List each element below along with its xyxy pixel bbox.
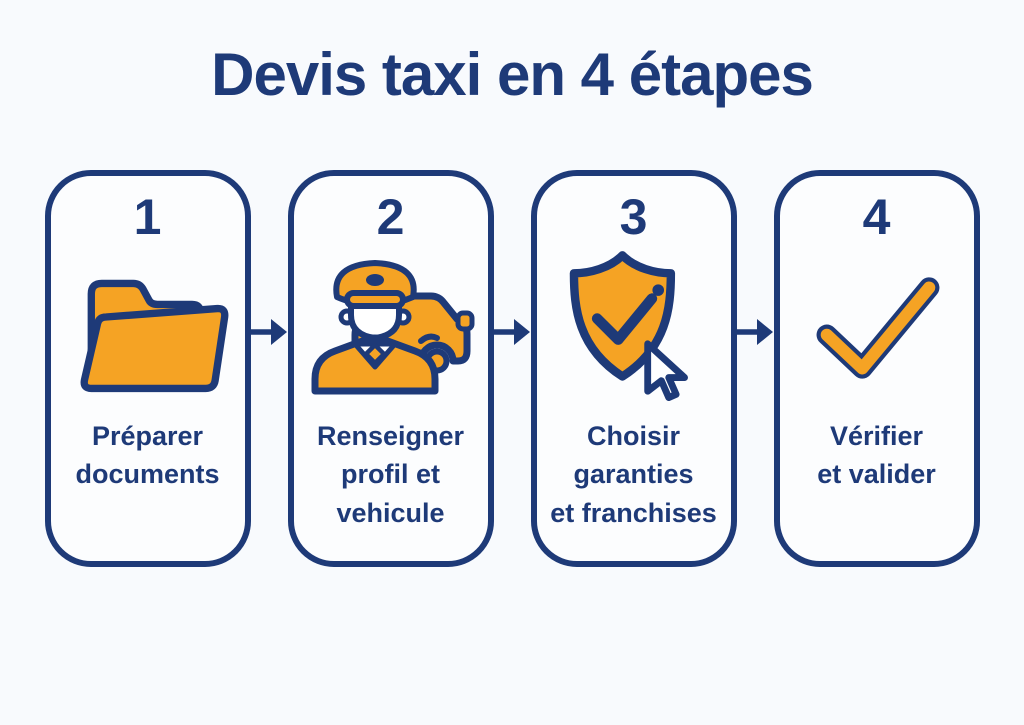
step-card-1: 1 Préparer documents xyxy=(44,170,251,567)
arrow-right-icon xyxy=(246,319,287,345)
step-number: 3 xyxy=(619,189,648,245)
step-label: Vérifier et valider xyxy=(817,421,936,490)
connector xyxy=(489,170,531,567)
step-label: Préparer documents xyxy=(75,421,220,490)
steps-row: 1 Préparer documents 2 xyxy=(0,170,1024,567)
page-title: Devis taxi en 4 étapes xyxy=(211,41,814,108)
step-card-2: 2 Renseigner profil et vehicule xyxy=(287,170,494,567)
shield-check-with-cursor-icon xyxy=(537,245,731,409)
step-card-4: 4 Vérifier et valider xyxy=(773,170,980,567)
arrow-right-icon xyxy=(489,319,530,345)
open-folder-icon xyxy=(51,245,245,409)
connector xyxy=(732,170,774,567)
connector xyxy=(246,170,288,567)
step-number: 2 xyxy=(376,189,405,245)
step-number: 4 xyxy=(862,189,891,245)
checkmark-icon xyxy=(780,245,974,409)
arrow-right-icon xyxy=(732,319,773,345)
step-card-3: 3 Choisir garanties et franchises xyxy=(530,170,737,567)
step-label: Choisir garanties et franchises xyxy=(550,421,717,528)
step-number: 1 xyxy=(133,189,162,245)
step-label: Renseigner profil et vehicule xyxy=(316,421,465,528)
taxi-driver-and-car-icon xyxy=(294,245,488,409)
